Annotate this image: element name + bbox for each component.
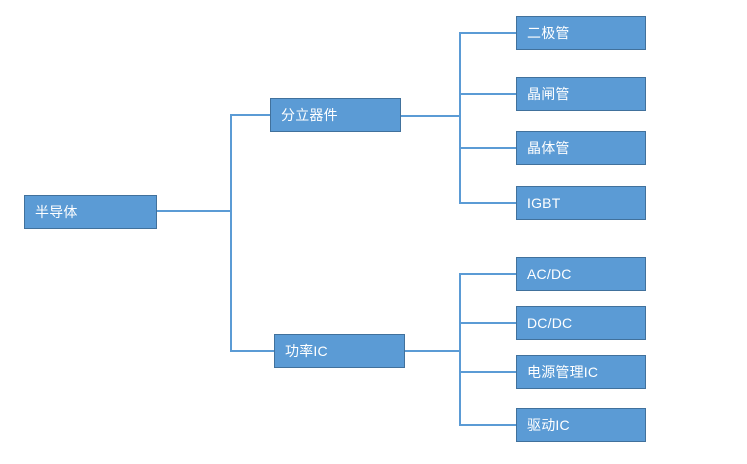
node-leaf-thyristor[interactable]: 晶闸管: [516, 77, 646, 111]
connector-branch-b-leaf-1: [459, 273, 517, 275]
node-leaf-ac-dc[interactable]: AC/DC: [516, 257, 646, 291]
connector-trunk-to-branch-b: [230, 350, 275, 352]
connector-branch-b-leaf-4: [459, 424, 517, 426]
node-leaf-diode[interactable]: 二极管: [516, 16, 646, 50]
connector-branch-a-leaf-4: [459, 202, 517, 204]
connector-trunk-main: [230, 114, 232, 352]
connector-branch-b-leaf-3: [459, 371, 517, 373]
node-leaf-transistor[interactable]: 晶体管: [516, 131, 646, 165]
node-leaf-driver-ic[interactable]: 驱动IC: [516, 408, 646, 442]
connector-branch-b-to-trunk: [405, 350, 461, 352]
connector-branch-a-to-trunk: [401, 115, 460, 117]
connector-branch-a-leaf-2: [459, 93, 517, 95]
connector-trunk-branch-b: [459, 273, 461, 425]
node-branch-discrete-devices[interactable]: 分立器件: [270, 98, 401, 132]
connector-branch-a-leaf-1: [459, 32, 517, 34]
node-leaf-dc-dc[interactable]: DC/DC: [516, 306, 646, 340]
node-branch-power-ic[interactable]: 功率IC: [274, 334, 405, 368]
node-leaf-power-management-ic[interactable]: 电源管理IC: [516, 355, 646, 389]
node-root-semiconductor[interactable]: 半导体: [24, 195, 157, 229]
connector-root-to-trunk: [157, 210, 232, 212]
connector-trunk-branch-a: [459, 32, 461, 203]
connector-branch-b-leaf-2: [459, 322, 517, 324]
node-leaf-igbt[interactable]: IGBT: [516, 186, 646, 220]
connector-branch-a-leaf-3: [459, 147, 517, 149]
connector-trunk-to-branch-a: [230, 114, 271, 116]
